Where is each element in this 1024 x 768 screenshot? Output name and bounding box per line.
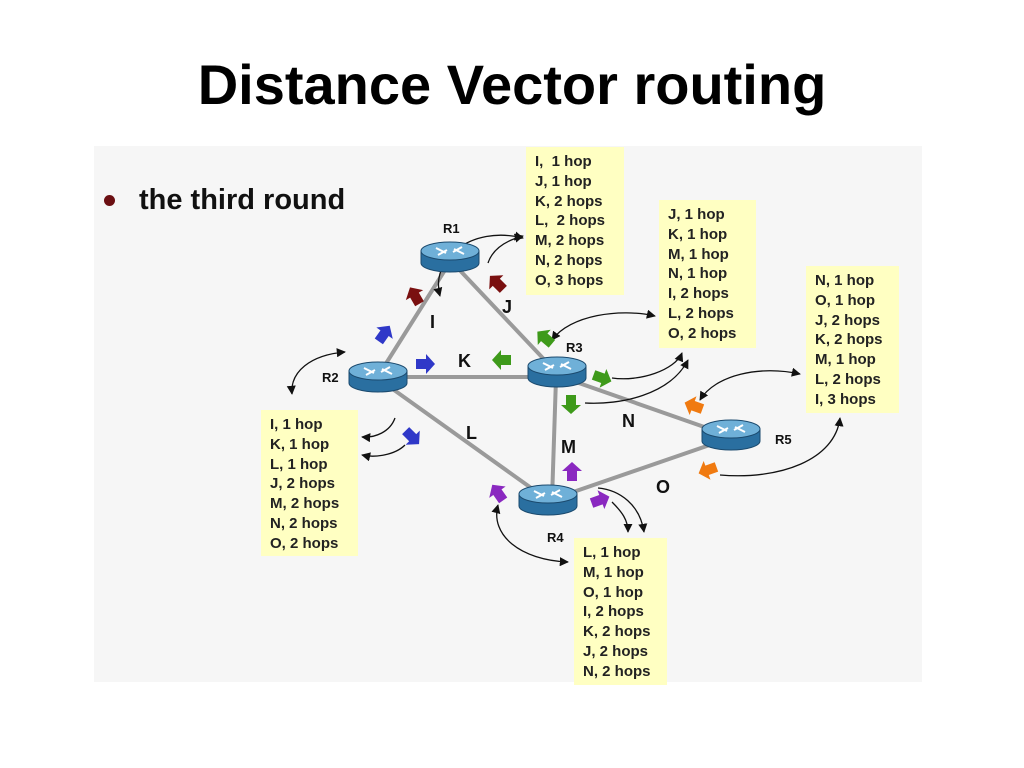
- exchange-arrow-r2-c: [361, 444, 406, 462]
- r4-arrow-to-r2-icon: [489, 484, 508, 504]
- link-label-l: L: [466, 423, 477, 443]
- table-row: M, 2 hops: [535, 232, 605, 250]
- table-row: N, 2 hops: [583, 662, 651, 680]
- router-r4-icon: [518, 484, 578, 516]
- table-row: M, 2 hops: [270, 495, 340, 513]
- exchange-arrow-r1-b: [487, 233, 524, 264]
- exchange-arrow-r3-b: [611, 352, 684, 380]
- table-row: M, 1 hop: [815, 351, 876, 369]
- routing-table-r1: I, 1 hop J, 1 hop K, 2 hops L, 2 hops M,…: [526, 147, 624, 295]
- table-row: O, 2 hops: [270, 534, 339, 552]
- r2-arrow-to-r4-icon: [402, 427, 420, 445]
- table-row: J, 1 hop: [668, 206, 725, 223]
- router-label-r4: R4: [547, 530, 564, 545]
- r2-arrow-to-r3-icon: [416, 354, 435, 374]
- routing-table-r4: L, 1 hop M, 1 hop O, 1 hop I, 2 hops K, …: [574, 538, 667, 685]
- routing-table-r2: I, 1 hop K, 1 hop L, 1 hop J, 2 hops M, …: [261, 410, 358, 556]
- table-row: L, 2 hops: [815, 370, 881, 388]
- table-row: N, 1 hop: [668, 265, 728, 283]
- r2-arrow-to-r1-icon: [374, 325, 393, 345]
- exchange-arrow-r4: [491, 504, 569, 567]
- table-row: J, 1 hop: [535, 172, 592, 190]
- routing-table-r5: N, 1 hop O, 1 hop J, 2 hops K, 2 hops M,…: [806, 266, 899, 413]
- table-row: I, 1 hop: [535, 153, 592, 170]
- table-row: M, 1 hop: [583, 563, 644, 581]
- table-row: K, 2 hops: [535, 192, 603, 210]
- r4-arrow-to-r3-icon: [562, 462, 582, 481]
- routing-table-r3: J, 1 hop K, 1 hop M, 1 hop N, 1 hop I, 2…: [659, 200, 756, 348]
- table-row: I, 2 hops: [583, 603, 644, 621]
- table-row: I, 3 hops: [815, 390, 876, 408]
- link-label-j: J: [502, 297, 513, 317]
- table-row: L, 1 hop: [583, 544, 641, 561]
- r1-arrow-to-r2-icon: [405, 287, 424, 307]
- r4-arrow-to-r5-icon: [589, 490, 610, 510]
- link-label-o: O: [656, 477, 671, 497]
- table-row: J, 2 hops: [815, 311, 881, 329]
- exchange-arrow-r4-b: [597, 487, 648, 533]
- table-row: J, 2 hops: [583, 642, 649, 660]
- table-row: O, 1 hop: [583, 583, 643, 601]
- r5-arrow-to-r4-icon: [698, 460, 719, 480]
- router-label-r1: R1: [443, 221, 460, 236]
- link-label-m: M: [561, 437, 576, 457]
- link-n: [554, 373, 732, 438]
- link-m: [550, 376, 558, 502]
- router-r5-icon: [701, 419, 761, 451]
- table-row: I, 1 hop: [270, 416, 323, 433]
- r5-arrow-to-r3-icon: [684, 396, 705, 416]
- table-row: L, 2 hops: [668, 304, 734, 322]
- table-row: I, 2 hops: [668, 285, 729, 303]
- exchange-arrow-r2: [286, 348, 346, 395]
- table-row: L, 2 hops: [535, 212, 606, 230]
- link-label-k: K: [458, 351, 471, 371]
- table-row: N, 2 hops: [535, 251, 603, 269]
- table-row: O, 3 hops: [535, 271, 604, 289]
- bullet-text: the third round: [139, 184, 346, 216]
- r3-arrow-to-r2-icon: [492, 350, 511, 370]
- table-row: O, 2 hops: [668, 324, 737, 342]
- link-o: [548, 436, 732, 502]
- exchange-arrow-r2-b: [361, 417, 396, 443]
- link-label-i: I: [430, 312, 436, 332]
- router-r2-icon: [348, 361, 408, 393]
- router-label-r2: R2: [322, 370, 339, 385]
- link-l: [378, 378, 550, 502]
- router-label-r5: R5: [775, 432, 792, 447]
- exchange-arrow-r3-c: [584, 359, 689, 404]
- table-row: L, 1 hop: [270, 455, 328, 473]
- r3-arrow-to-r1-icon: [537, 329, 556, 348]
- table-row: N, 1 hop: [815, 272, 875, 289]
- router-r1-icon: [420, 241, 480, 273]
- router-label-r3: R3: [566, 340, 583, 355]
- table-row: O, 1 hop: [815, 291, 875, 309]
- exchange-arrow-r3: [551, 309, 656, 341]
- r1-arrow-to-r3-icon: [489, 275, 507, 293]
- exchange-arrow-r5: [699, 367, 801, 401]
- exchange-arrow-r5-b: [719, 417, 844, 477]
- table-row: J, 2 hops: [270, 475, 336, 493]
- table-row: K, 2 hops: [583, 623, 651, 641]
- table-row: K, 1 hop: [668, 225, 728, 243]
- table-row: K, 1 hop: [270, 435, 330, 453]
- table-row: N, 2 hops: [270, 514, 338, 532]
- slide-title: Distance Vector routing: [197, 53, 827, 116]
- router-r3-icon: [527, 356, 587, 388]
- table-row: M, 1 hop: [668, 245, 729, 263]
- r3-arrow-to-r4-icon: [561, 395, 581, 414]
- r3-arrow-to-r5-icon: [591, 368, 612, 388]
- bullet-icon: [104, 195, 115, 206]
- table-row: K, 2 hops: [815, 331, 883, 349]
- link-label-n: N: [622, 411, 635, 431]
- exchange-arrow-r4-c: [611, 501, 633, 533]
